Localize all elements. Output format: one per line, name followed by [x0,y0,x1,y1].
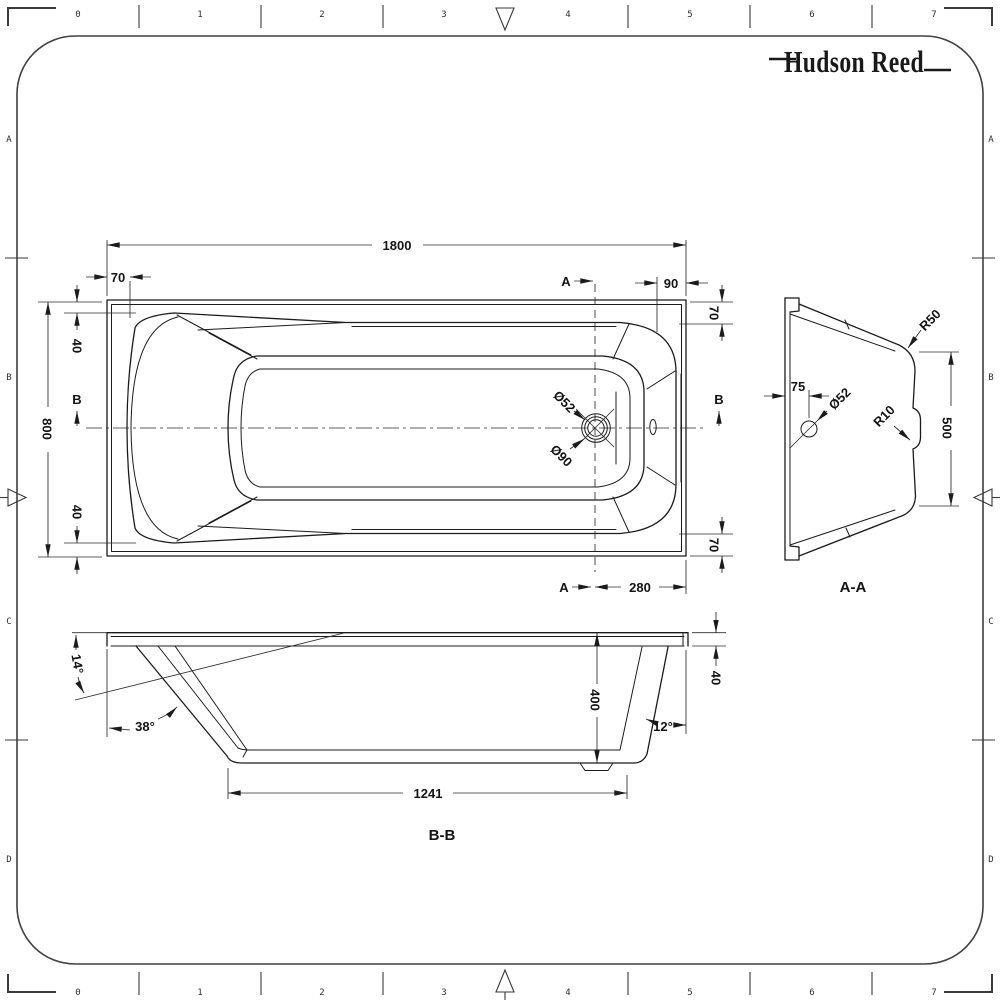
dim-backrest-angle: 38° [135,719,155,734]
plan-overflow-hole [649,419,657,435]
ruler-bottom-1: 1 [197,988,202,998]
ruler-top-5: 5 [687,10,692,20]
ruler-bottom-4: 4 [565,988,570,998]
dim-foot-angle: 12° [653,719,673,734]
ruler-right-c: C [988,617,993,627]
ruler-labels: 0 1 2 3 4 5 6 7 0 1 2 3 4 5 6 7 A B C D … [6,10,994,998]
dim-edge-radius: R10 [870,402,897,429]
ruler-right-d: D [988,855,993,865]
section-aa-view: 75 Ø52 R50 R10 500 A-A [764,297,959,596]
ruler-top-3: 3 [441,10,446,20]
ruler-left-c: C [6,617,11,627]
dim-base-length: 1241 [414,786,443,801]
ruler-top-4: 4 [565,10,570,20]
dim-head-gap-bottom: 40 [70,505,85,519]
section-marker-a-top: A [561,274,571,289]
dim-rim-side-top: 70 [707,306,722,320]
dim-head-gap-top: 40 [70,339,85,353]
aa-dimensions: 75 Ø52 R50 R10 500 [764,306,959,507]
dim-overflow-offset: 75 [791,379,805,394]
ruler-top-2: 2 [319,10,324,20]
plan-rim-opening [126,312,677,544]
ruler-bottom-2: 2 [319,988,324,998]
top-center-mark [495,7,515,32]
dim-width: 800 [40,418,55,440]
dim-drain-to-end: 280 [629,580,651,595]
section-marker-b-left: B [72,392,81,407]
ruler-top-1: 1 [197,10,202,20]
ruler-bottom-6: 6 [809,988,814,998]
plan-section-markers: A A B B [72,274,723,595]
ruler-left-a: A [6,135,12,145]
brand-logo: Hudson Reed [769,44,951,79]
bb-drain-recess [579,762,614,771]
dim-rim-side-bottom: 70 [707,538,722,552]
plan-dimensions: 1800 70 90 70 70 800 [38,238,733,595]
section-marker-a-bottom: A [559,580,569,595]
plan-view: 1800 70 90 70 70 800 [38,238,733,595]
bottom-center-mark [495,968,515,993]
sheet-frame [0,5,1000,1000]
brand-name: Hudson Reed [784,44,924,79]
ruler-top-6: 6 [809,10,814,20]
ruler-top-7: 7 [931,10,936,20]
ruler-bottom-3: 3 [441,988,446,998]
ruler-right-a: A [988,135,994,145]
section-bb-view: 14° 38° 12° 400 40 1241 [68,612,726,844]
dim-backrest-slope: 14° [68,653,86,675]
ruler-top-0: 0 [75,10,80,20]
dim-rim-height: 40 [709,671,724,685]
ruler-left-d: D [6,855,11,865]
dim-overflow-to-end: 90 [664,276,678,291]
dim-aa-overflow-dia: Ø52 [826,385,854,413]
bb-dimensions: 14° 38° 12° 400 40 1241 [68,612,726,801]
ruler-bottom-5: 5 [687,988,692,998]
dim-length: 1800 [383,238,412,253]
dim-corner-radius: R50 [916,306,943,333]
section-bb-label: B-B [429,827,456,844]
ruler-right-b: B [988,373,993,383]
dim-rim-head: 70 [111,270,125,285]
ruler-bottom-0: 0 [75,988,80,998]
ruler-left-b: B [6,373,11,383]
ruler-bottom-7: 7 [931,988,936,998]
dim-bb-depth: 400 [588,689,603,711]
dim-aa-depth: 500 [940,417,955,439]
section-marker-b-right: B [714,392,723,407]
plan-floor-outline [227,355,645,501]
dim-waste-flange-dia: Ø90 [547,442,575,470]
section-aa-label: A-A [840,579,867,596]
aa-overflow-hole [800,420,818,438]
